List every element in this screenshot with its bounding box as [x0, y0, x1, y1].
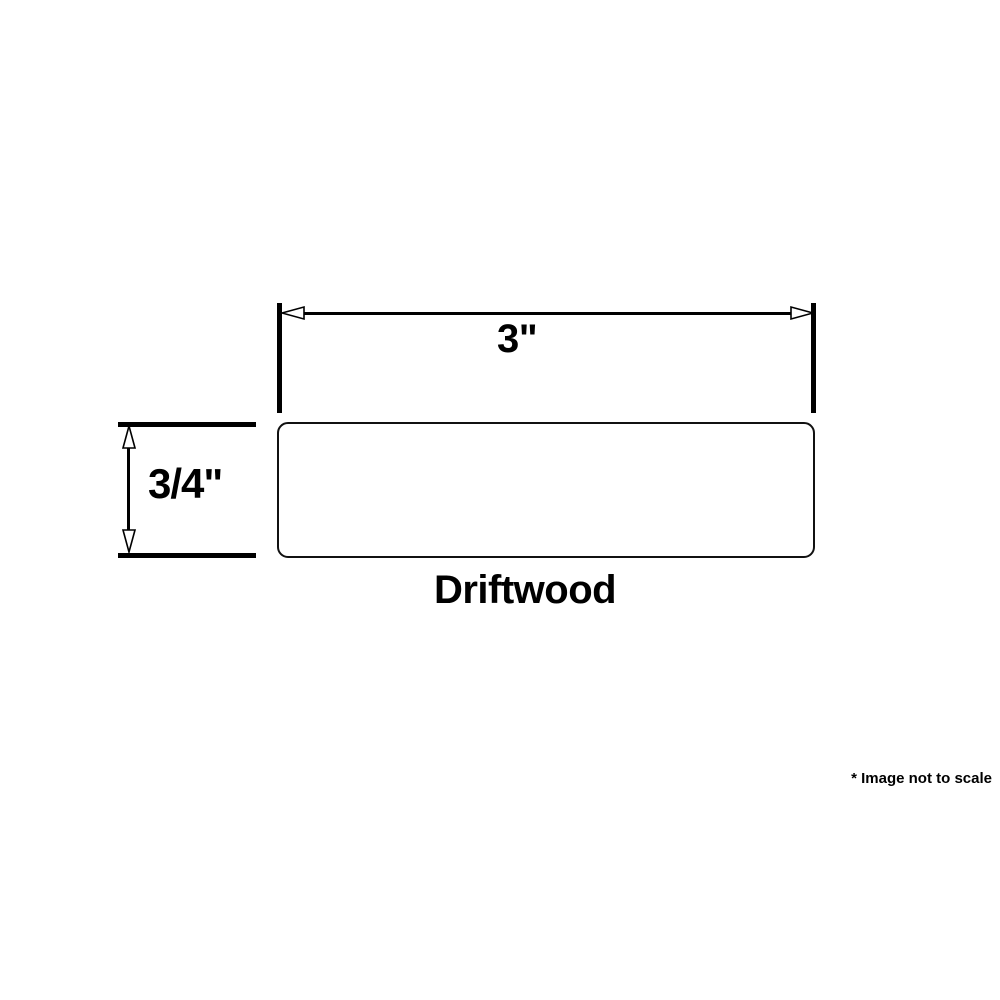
scale-disclaimer-note: * Image not to scale — [851, 770, 992, 787]
dimension-label-height: 3/4" — [148, 460, 223, 507]
dimension-label-width: 3" — [497, 317, 538, 361]
dimension-line-height — [127, 432, 130, 546]
product-name-label: Driftwood — [433, 568, 617, 612]
arrow-right-icon — [790, 304, 817, 322]
arrow-down-icon — [120, 529, 138, 556]
extension-line-right-vertical — [811, 303, 816, 413]
arrow-left-icon — [278, 304, 305, 322]
arrow-up-icon — [120, 422, 138, 449]
extension-line-bottom-horizontal — [118, 553, 256, 558]
product-profile-shape — [277, 422, 815, 558]
dimension-line-width — [288, 312, 804, 315]
extension-line-left-vertical — [277, 303, 282, 413]
extension-line-top-horizontal — [118, 422, 256, 427]
